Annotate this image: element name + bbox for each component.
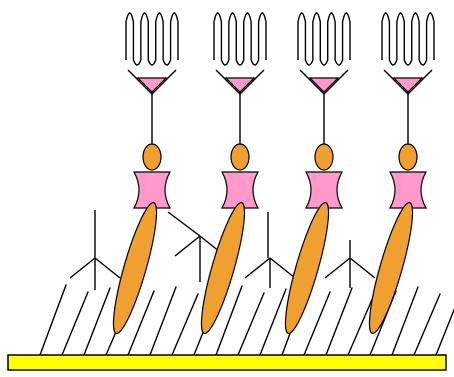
small-particle	[231, 144, 249, 170]
small-particle	[143, 144, 161, 170]
substrate-bar	[8, 355, 446, 370]
small-particle	[315, 144, 333, 170]
small-particle	[399, 144, 417, 170]
